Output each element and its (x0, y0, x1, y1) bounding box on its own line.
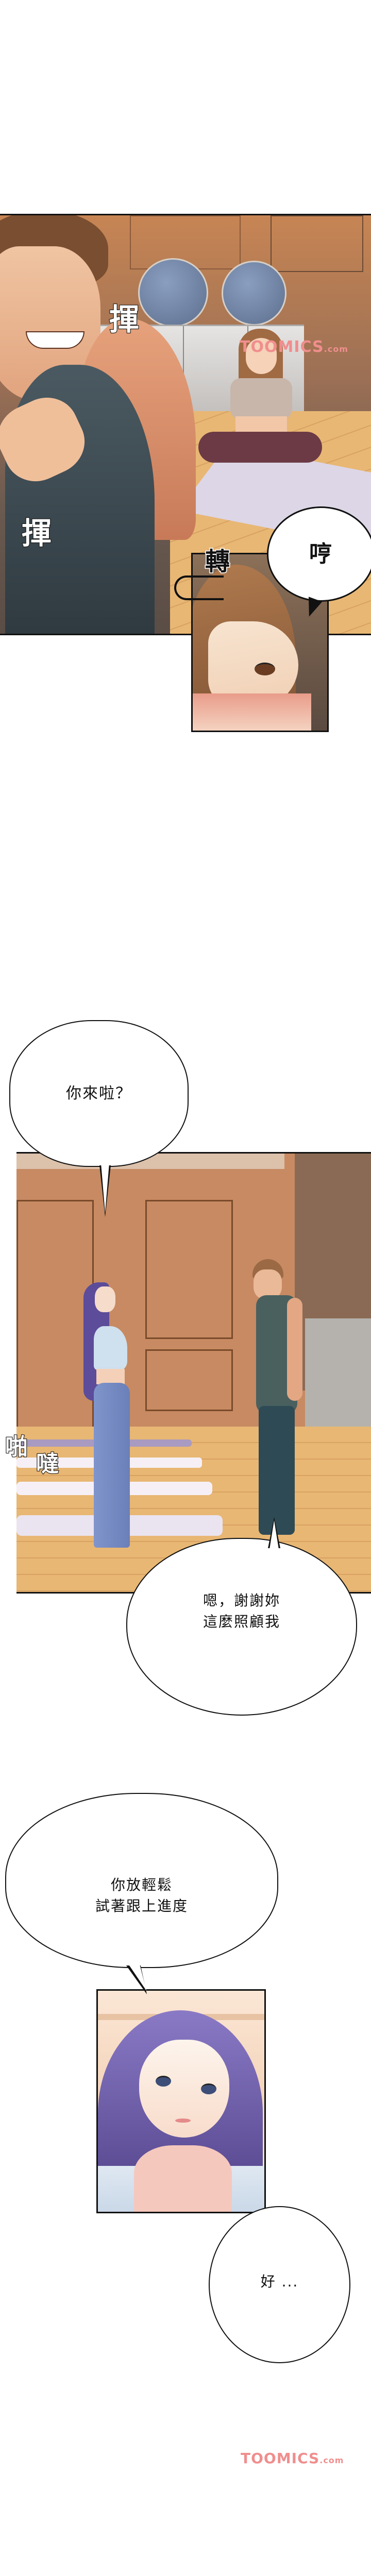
bubble-tail-fill (101, 1163, 109, 1213)
speech-bubble-you-came: 你來啦？ (9, 1020, 189, 1167)
bubble-text: 你放輕鬆 試著跟上進度 (95, 1876, 188, 1914)
wall-panel (145, 1349, 233, 1411)
bubble-tail-fill (269, 1520, 279, 1549)
sfx-step-2: 噠 (36, 1450, 59, 1478)
exercise-ball (222, 261, 286, 326)
bubble-text: 你來啦？ (66, 1084, 132, 1103)
sfx-step-1: 啪 (5, 1433, 28, 1461)
sfx-turn: 轉 (204, 547, 230, 577)
turning-woman-eye (255, 663, 275, 675)
waving-man (0, 215, 196, 634)
speech-bubble-thanks: 嗯，謝謝妳 這麼照顧我 (126, 1538, 357, 1716)
sfx-wave-2: 揮 (21, 515, 52, 551)
watermark: TOOMICS.com (241, 2450, 344, 2467)
turning-woman-neck (193, 693, 311, 731)
bubble-text: 好 ... (260, 2273, 299, 2291)
standing-woman (73, 1282, 145, 1561)
bubble-text: 哼 (309, 540, 333, 567)
bubble-text: 嗯，謝謝妳 這麼照顧我 (203, 1591, 280, 1630)
panel-3 (16, 1152, 371, 1594)
eye-icon (156, 2076, 171, 2087)
lips (175, 2119, 191, 2123)
speech-bubble-relax: 你放輕鬆 試著跟上進度 (5, 1793, 278, 1968)
chest (134, 2145, 232, 2212)
wall-panel (145, 1200, 233, 1339)
sfx-wave-1: 揮 (109, 301, 140, 337)
wall-panel (271, 215, 363, 272)
motion-lines-icon (174, 575, 224, 600)
standing-man (243, 1259, 305, 1548)
eye-icon (201, 2083, 216, 2094)
speech-bubble-okay: 好 ... (209, 2206, 350, 2363)
speech-bubble-hmph: 哼 (267, 506, 371, 602)
panel-4 (96, 1989, 266, 2213)
sitting-woman (198, 329, 322, 463)
watermark: TOOMICS.com (240, 338, 348, 356)
